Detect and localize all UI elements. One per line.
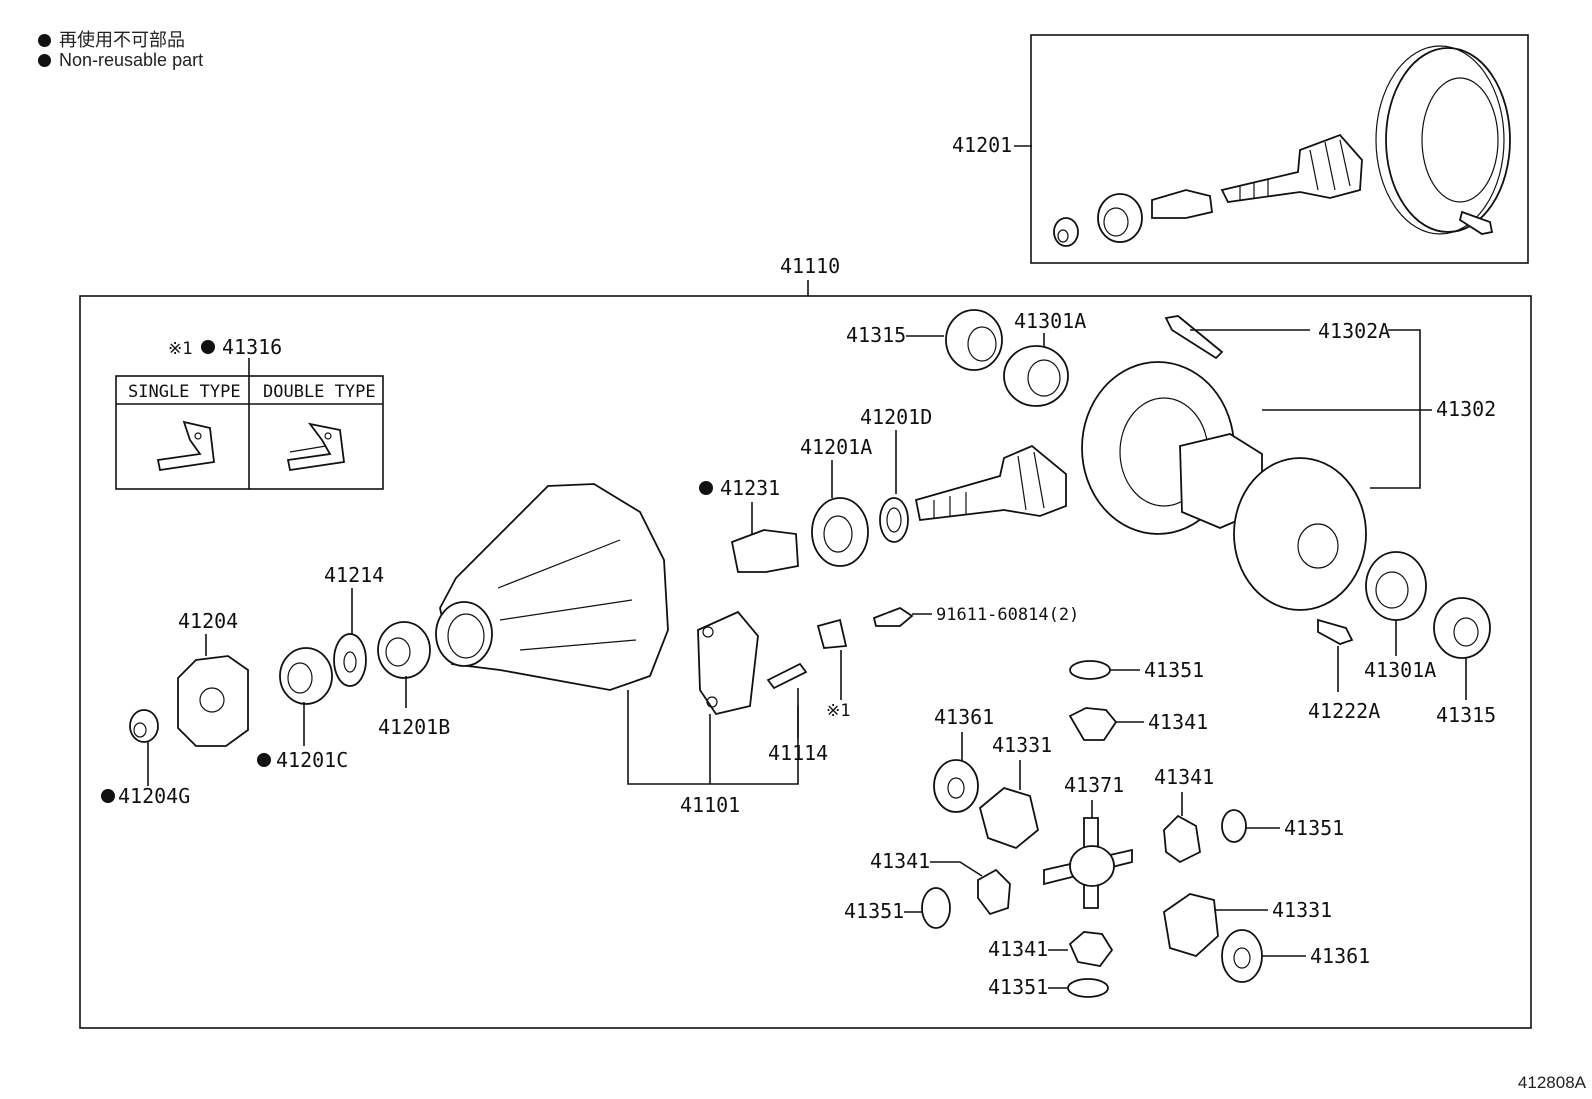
label-41201A: 41201A — [800, 435, 872, 459]
label-41316: 41316 — [222, 335, 282, 359]
thrust-washer-41351-b-icon — [1221, 809, 1247, 843]
drive-pinion-icon — [914, 444, 1067, 521]
non-reusable-dot-icon — [201, 340, 215, 354]
label-41201B: 41201B — [378, 715, 450, 739]
label-double-type: DOUBLE TYPE — [263, 382, 376, 402]
document-id: 412808A — [1517, 1073, 1586, 1092]
bearing-41301A-bottom-icon — [1365, 551, 1427, 621]
assembly-41110-box — [79, 295, 1532, 1029]
label-41301A-top: 41301A — [1014, 309, 1086, 333]
thrust-washer-41361-b-icon — [1221, 929, 1263, 983]
oil-seal-41315-bottom-icon — [1433, 597, 1491, 659]
label-41351-a: 41351 — [1144, 658, 1204, 682]
spacer-41231-icon — [730, 529, 799, 573]
label-41204: 41204 — [178, 609, 238, 633]
stud-41114-icon — [766, 662, 808, 690]
label-41331-a: 41331 — [992, 733, 1052, 757]
label-41371: 41371 — [1064, 773, 1124, 797]
non-reusable-dot-icon — [38, 34, 51, 47]
kit-pinion-gear-icon — [1220, 133, 1363, 203]
label-41315-top: 41315 — [846, 323, 906, 347]
thrust-washer-41361-a-icon — [933, 759, 979, 813]
washer-41214-icon — [333, 633, 367, 687]
label-41222A: 41222A — [1308, 699, 1380, 723]
single-bracket-icon — [156, 420, 215, 472]
label-41341-a: 41341 — [1148, 710, 1208, 734]
bearing-cap-icon — [697, 610, 759, 716]
non-reusable-dot-icon — [257, 753, 271, 767]
label-single-type: SINGLE TYPE — [128, 382, 241, 402]
non-reusable-dot-icon — [101, 789, 115, 803]
bearing-41301A-top-icon — [1003, 345, 1069, 407]
kit-41201-box — [1030, 34, 1529, 264]
label-41201D: 41201D — [860, 405, 932, 429]
kit-bearing-icon — [1097, 193, 1143, 243]
non-reusable-dot-icon — [38, 54, 51, 67]
label-41331-b: 41331 — [1272, 898, 1332, 922]
non-reusable-dot-icon — [699, 481, 713, 495]
double-bracket-icon — [286, 422, 346, 472]
side-gear-41331-b-icon — [1163, 893, 1219, 958]
thrust-washer-41351-c-icon — [921, 887, 951, 929]
kit-nut-icon — [1053, 217, 1079, 247]
label-41204G: 41204G — [118, 784, 190, 808]
label-41231: 41231 — [720, 476, 780, 500]
legend-japanese-text: 再使用不可部品 — [59, 30, 185, 50]
label-41351-d: 41351 — [988, 975, 1048, 999]
shim-41201D-icon — [879, 497, 909, 543]
legend-japanese: 再使用不可部品 — [38, 26, 185, 52]
differential-case-flange-icon — [1233, 457, 1367, 611]
pinion-41341-d-icon — [1068, 931, 1114, 967]
leader-41101-bracket — [627, 690, 799, 785]
kit-ring-gear-icon — [1375, 45, 1511, 235]
carrier-housing-icon — [435, 483, 669, 691]
bearing-41201A-icon — [811, 497, 869, 567]
thrust-washer-41351-d-icon — [1067, 978, 1109, 998]
label-41341-b: 41341 — [1154, 765, 1214, 789]
legend-english-text: Non-reusable part — [59, 50, 204, 70]
bolt-41302A-icon — [1164, 315, 1224, 360]
thrust-washer-41351-a-icon — [1069, 660, 1111, 680]
leader-41302-bracket — [1370, 329, 1421, 489]
label-41110: 41110 — [780, 254, 840, 278]
label-41351-c: 41351 — [844, 899, 904, 923]
pinion-shaft-41371-icon — [1043, 817, 1133, 909]
bearing-41201B-icon — [377, 621, 431, 679]
side-gear-41331-a-icon — [978, 786, 1040, 850]
pinion-41341-b-icon — [1163, 814, 1201, 864]
legend-english: Non-reusable part — [38, 50, 203, 71]
label-41301A-bottom: 41301A — [1364, 658, 1436, 682]
oil-seal-41201C-icon — [279, 647, 333, 705]
kit-bolt-icon — [1458, 210, 1494, 235]
label-41214: 41214 — [324, 563, 384, 587]
kit-spacer-icon — [1151, 189, 1213, 219]
companion-flange-41204-icon — [177, 655, 249, 747]
nut-41204G-icon — [129, 709, 159, 743]
label-41315-bottom: 41315 — [1436, 703, 1496, 727]
label-41341-c: 41341 — [870, 849, 930, 873]
label-41316-mark: ※1 — [168, 339, 192, 359]
leader-41341-c — [930, 861, 983, 877]
label-41201: 41201 — [952, 133, 1012, 157]
bolt-91611-icon — [872, 606, 914, 627]
clip-icon — [816, 618, 848, 649]
bolt-41222A-icon — [1317, 618, 1354, 645]
label-41341-d: 41341 — [988, 937, 1048, 961]
label-41351-b: 41351 — [1284, 816, 1344, 840]
oil-seal-41315-top-icon — [945, 309, 1003, 371]
label-41101: 41101 — [680, 793, 740, 817]
pinion-41341-a-icon — [1068, 707, 1118, 741]
label-41302: 41302 — [1436, 397, 1496, 421]
pinion-41341-c-icon — [977, 868, 1011, 916]
label-41302A: 41302A — [1318, 319, 1390, 343]
label-mark-1: ※1 — [826, 701, 850, 721]
label-41361-a: 41361 — [934, 705, 994, 729]
label-41361-b: 41361 — [1310, 944, 1370, 968]
label-41201C: 41201C — [276, 748, 348, 772]
label-91611: 91611-60814(2) — [936, 605, 1079, 625]
